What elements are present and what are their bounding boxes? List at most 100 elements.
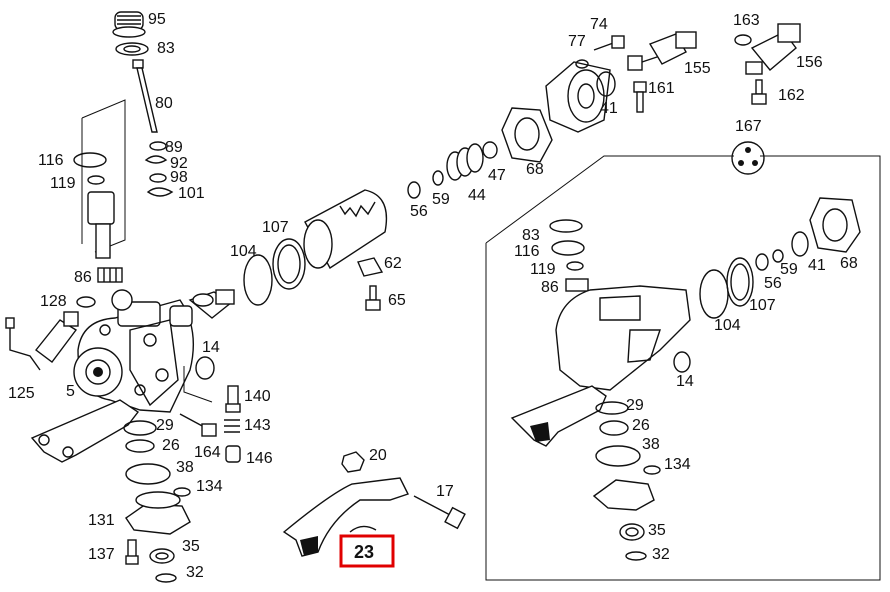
part-163-nut bbox=[734, 34, 752, 46]
label-38[interactable]: 38 bbox=[176, 459, 194, 476]
detail-box-frame bbox=[485, 155, 881, 581]
label-131[interactable]: 131 bbox=[88, 512, 115, 529]
label-143[interactable]: 143 bbox=[244, 417, 271, 434]
part-steering-shaft bbox=[87, 191, 115, 259]
label-35[interactable]: 35 bbox=[182, 538, 200, 555]
part-134-washer bbox=[173, 487, 191, 497]
part-r29-ring bbox=[595, 401, 629, 415]
part-17-bolt bbox=[413, 495, 466, 530]
label-47[interactable]: 47 bbox=[488, 167, 506, 184]
label-r119[interactable]: 119 bbox=[530, 261, 556, 278]
label-32[interactable]: 32 bbox=[186, 564, 204, 581]
label-163[interactable]: 163 bbox=[733, 12, 760, 29]
label-128[interactable]: 128 bbox=[40, 293, 67, 310]
label-r35[interactable]: 35 bbox=[648, 522, 666, 539]
label-74[interactable]: 74 bbox=[590, 16, 608, 33]
label-r38[interactable]: 38 bbox=[642, 436, 660, 453]
label-134[interactable]: 134 bbox=[196, 478, 223, 495]
label-r83[interactable]: 83 bbox=[522, 227, 540, 244]
label-56[interactable]: 56 bbox=[410, 203, 428, 220]
part-131-cover bbox=[125, 491, 191, 535]
label-r104[interactable]: 104 bbox=[714, 317, 741, 334]
label-155[interactable]: 155 bbox=[684, 60, 711, 77]
label-65[interactable]: 65 bbox=[388, 292, 406, 309]
part-r107-seal bbox=[726, 257, 754, 307]
part-44-seal-pack bbox=[446, 143, 484, 181]
label-44[interactable]: 44 bbox=[468, 187, 486, 204]
part-14-oring bbox=[195, 356, 215, 380]
label-r14[interactable]: 14 bbox=[676, 373, 694, 390]
label-26[interactable]: 26 bbox=[162, 437, 180, 454]
part-155-coupling bbox=[627, 31, 697, 71]
label-20[interactable]: 20 bbox=[369, 447, 387, 464]
label-167[interactable]: 167 bbox=[735, 118, 762, 135]
label-89[interactable]: 89 bbox=[165, 139, 183, 156]
label-161[interactable]: 161 bbox=[648, 80, 675, 97]
part-92-clip bbox=[144, 155, 168, 164]
part-bolt-long bbox=[179, 413, 217, 437]
label-r86[interactable]: 86 bbox=[541, 279, 559, 296]
label-137[interactable]: 137 bbox=[88, 546, 115, 563]
part-r59 bbox=[772, 249, 784, 263]
label-104[interactable]: 104 bbox=[230, 243, 257, 260]
label-r32[interactable]: 32 bbox=[652, 546, 670, 563]
label-140[interactable]: 140 bbox=[244, 388, 271, 405]
part-146-plug bbox=[225, 445, 241, 463]
label-98[interactable]: 98 bbox=[170, 169, 188, 186]
label-59[interactable]: 59 bbox=[432, 191, 450, 208]
label-80[interactable]: 80 bbox=[155, 95, 173, 112]
label-r68[interactable]: 68 bbox=[840, 255, 858, 272]
label-5[interactable]: 5 bbox=[66, 383, 75, 400]
label-77[interactable]: 77 bbox=[568, 33, 586, 50]
part-23-ring bbox=[349, 525, 377, 533]
label-r56[interactable]: 56 bbox=[764, 275, 782, 292]
label-r41[interactable]: 41 bbox=[808, 257, 826, 274]
label-17[interactable]: 17 bbox=[436, 483, 454, 500]
part-r104-ring bbox=[699, 269, 729, 319]
part-35-bearing bbox=[149, 548, 175, 564]
part-r26-ring bbox=[599, 420, 629, 436]
part-128-washer bbox=[76, 296, 96, 308]
label-162[interactable]: 162 bbox=[778, 87, 805, 104]
part-pump-housing bbox=[545, 61, 611, 133]
label-107[interactable]: 107 bbox=[262, 219, 289, 236]
label-116[interactable]: 116 bbox=[38, 152, 64, 169]
label-r116[interactable]: 116 bbox=[514, 243, 540, 260]
label-r107[interactable]: 107 bbox=[749, 297, 776, 314]
label-68[interactable]: 68 bbox=[526, 161, 544, 178]
label-41[interactable]: 41 bbox=[600, 100, 618, 117]
highlight-callout-23[interactable]: 23 bbox=[339, 534, 395, 568]
label-29[interactable]: 29 bbox=[156, 417, 174, 434]
label-r29[interactable]: 29 bbox=[626, 397, 644, 414]
label-r59[interactable]: 59 bbox=[780, 261, 798, 278]
part-r38-ring bbox=[595, 445, 641, 467]
label-r134[interactable]: 134 bbox=[664, 456, 691, 473]
label-125[interactable]: 125 bbox=[8, 385, 35, 402]
part-sleeve bbox=[303, 189, 388, 270]
part-r41-ring bbox=[791, 231, 809, 257]
label-83[interactable]: 83 bbox=[157, 40, 175, 57]
label-156[interactable]: 156 bbox=[796, 54, 823, 71]
part-162-bolt bbox=[751, 79, 767, 105]
label-119[interactable]: 119 bbox=[50, 175, 76, 192]
label-r26[interactable]: 26 bbox=[632, 417, 650, 434]
part-83-gasket bbox=[115, 42, 149, 56]
label-146[interactable]: 146 bbox=[246, 450, 273, 467]
part-r-housing bbox=[555, 285, 691, 391]
label-14[interactable]: 14 bbox=[202, 339, 220, 356]
part-56 bbox=[407, 181, 421, 199]
label-164[interactable]: 164 bbox=[194, 444, 221, 461]
part-r119-washer bbox=[566, 261, 584, 271]
part-98 bbox=[149, 173, 167, 183]
label-101[interactable]: 101 bbox=[178, 185, 205, 202]
part-95-cap bbox=[112, 11, 146, 38]
label-92[interactable]: 92 bbox=[170, 155, 188, 172]
label-86[interactable]: 86 bbox=[74, 269, 92, 286]
label-95[interactable]: 95 bbox=[148, 11, 166, 28]
label-23[interactable]: 23 bbox=[354, 542, 374, 562]
part-143-spring bbox=[224, 419, 240, 433]
label-62[interactable]: 62 bbox=[384, 255, 402, 272]
part-pitman-arm-left bbox=[30, 399, 140, 463]
part-r86-nut bbox=[565, 278, 589, 292]
part-r-pitman-arm bbox=[510, 385, 607, 447]
